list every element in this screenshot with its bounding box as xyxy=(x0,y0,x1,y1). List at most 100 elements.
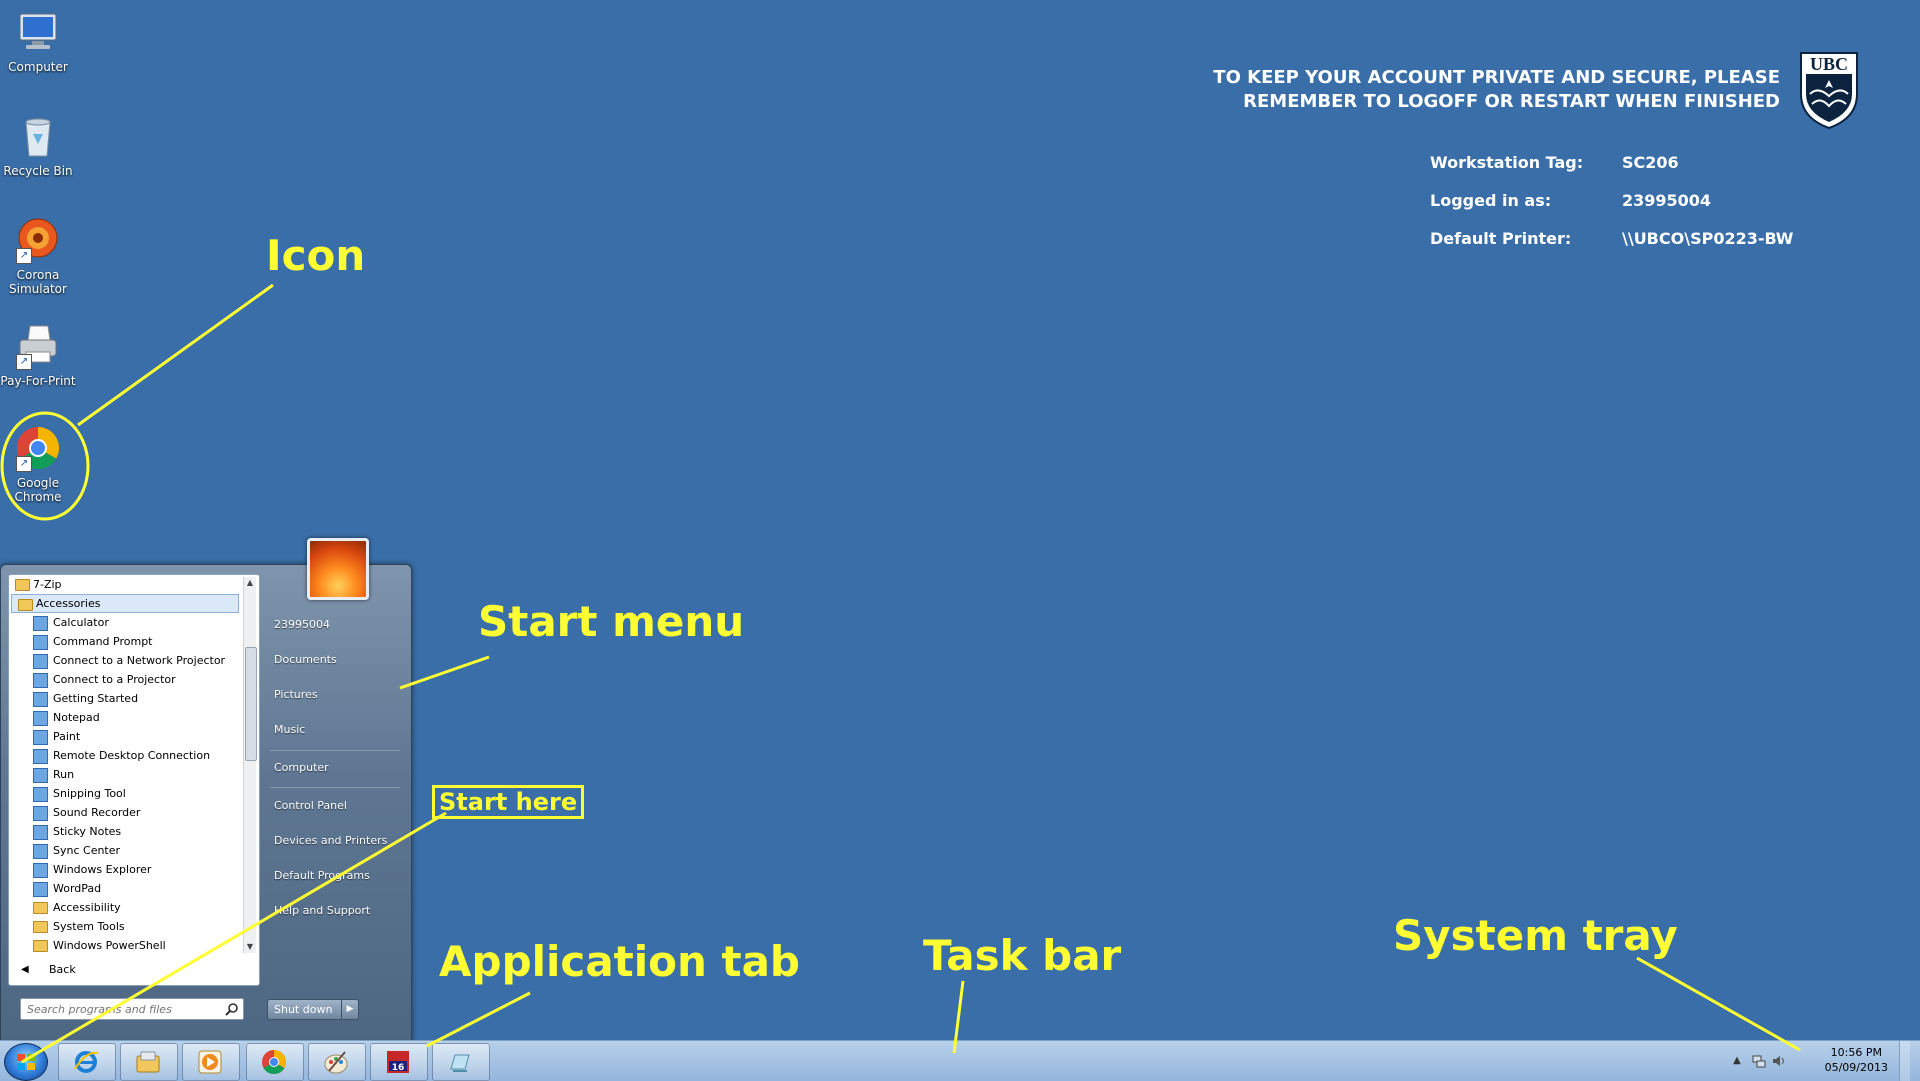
menu-separator xyxy=(270,787,400,788)
program-item[interactable]: Accessibility xyxy=(9,898,241,917)
desktop-icon-google-chrome[interactable]: ↗ Google Chrome xyxy=(0,424,76,504)
desktop-icon-label: Simulator xyxy=(9,282,67,296)
info-row-logged-in: Logged in as: 23995004 xyxy=(1430,191,1793,229)
system-clock[interactable]: 10:56 PM 05/09/2013 xyxy=(1825,1045,1888,1075)
program-label: Accessories xyxy=(36,597,101,610)
chrome-icon xyxy=(262,1050,287,1075)
user-folder-link[interactable]: 23995004 xyxy=(274,618,330,631)
desktop-icon-label: Pay-For-Print xyxy=(0,374,76,388)
taskbar-paint[interactable] xyxy=(308,1043,366,1081)
devices-printers-link[interactable]: Devices and Printers xyxy=(274,834,388,847)
show-hidden-icons-icon[interactable]: ▲ xyxy=(1733,1055,1741,1066)
taskbar-chrome[interactable] xyxy=(246,1043,304,1081)
program-label: WordPad xyxy=(53,882,102,895)
program-item[interactable]: Connect to a Network Projector xyxy=(9,651,241,670)
app-icon xyxy=(33,806,48,821)
scroll-thumb[interactable] xyxy=(245,647,257,761)
app-icon xyxy=(33,673,48,688)
taskbar-internet-explorer[interactable] xyxy=(58,1043,116,1081)
program-item[interactable]: System Tools xyxy=(9,917,241,936)
app-icon xyxy=(33,730,48,745)
default-programs-link[interactable]: Default Programs xyxy=(274,869,370,882)
chrome-icon: ↗ xyxy=(14,424,62,472)
help-support-link[interactable]: Help and Support xyxy=(274,904,371,917)
corona-16-icon: 16 xyxy=(387,1051,409,1073)
program-label: Windows Explorer xyxy=(53,863,152,876)
user-picture[interactable] xyxy=(307,538,369,600)
program-item[interactable]: Sticky Notes xyxy=(9,822,241,841)
info-row-workstation: Workstation Tag: SC206 xyxy=(1430,153,1793,191)
program-item[interactable]: Snipping Tool xyxy=(9,784,241,803)
start-search[interactable] xyxy=(20,998,244,1020)
program-item[interactable]: Sync Center xyxy=(9,841,241,860)
show-desktop-button[interactable] xyxy=(1899,1041,1910,1081)
program-label: Sticky Notes xyxy=(53,825,122,838)
desktop-icon-label: Google xyxy=(16,476,60,490)
program-item[interactable]: Connect to a Projector xyxy=(9,670,241,689)
control-panel-link[interactable]: Control Panel xyxy=(274,799,347,812)
program-label: Command Prompt xyxy=(53,635,153,648)
program-label: System Tools xyxy=(53,920,125,933)
search-icon[interactable] xyxy=(225,1002,239,1016)
program-item[interactable]: Remote Desktop Connection xyxy=(9,746,241,765)
shutdown-button[interactable]: Shut down ▶ xyxy=(267,999,359,1020)
workstation-info: Workstation Tag: SC206 Logged in as: 239… xyxy=(1430,153,1793,267)
shutdown-options-icon[interactable]: ▶ xyxy=(341,1000,358,1019)
program-item[interactable]: Paint xyxy=(9,727,241,746)
computer-link[interactable]: Computer xyxy=(274,761,329,774)
app-icon xyxy=(33,787,48,802)
program-item[interactable]: Command Prompt xyxy=(9,632,241,651)
desktop-icon-pay-for-print[interactable]: ↗ Pay-For-Print xyxy=(0,322,76,388)
taskbar-media-player[interactable] xyxy=(182,1043,240,1081)
search-input[interactable] xyxy=(25,1000,219,1018)
scroll-down-icon[interactable]: ▼ xyxy=(246,942,254,951)
desktop-icon-computer[interactable]: Computer xyxy=(0,8,76,74)
program-item[interactable]: Getting Started xyxy=(9,689,241,708)
network-icon[interactable] xyxy=(1752,1054,1766,1068)
scroll-up-icon[interactable]: ▲ xyxy=(246,578,254,587)
annotation-line-icon xyxy=(77,283,274,427)
printer-icon: ↗ xyxy=(14,322,62,370)
documents-link[interactable]: Documents xyxy=(274,653,337,666)
back-button[interactable]: ◀ Back xyxy=(9,959,249,981)
volume-icon[interactable] xyxy=(1772,1054,1786,1068)
internet-explorer-icon xyxy=(74,1051,99,1073)
media-player-icon xyxy=(198,1050,222,1074)
taskbar-windows-explorer[interactable] xyxy=(120,1043,178,1081)
program-label: Getting Started xyxy=(53,692,139,705)
recycle-bin-icon xyxy=(14,112,62,160)
shortcut-arrow-icon: ↗ xyxy=(16,456,32,472)
taskbar-corona-16[interactable]: 16 xyxy=(370,1043,428,1081)
program-label: Sound Recorder xyxy=(53,806,141,819)
program-item[interactable]: 7-Zip xyxy=(9,575,241,594)
snipping-icon xyxy=(450,1054,470,1072)
programs-scrollbar[interactable]: ▲ ▼ xyxy=(243,577,257,953)
taskbar-snipping-tool[interactable] xyxy=(432,1043,490,1081)
program-label: Notepad xyxy=(53,711,100,724)
program-item[interactable]: Windows PowerShell xyxy=(9,936,241,955)
annotation-start-menu-label: Start menu xyxy=(478,597,745,646)
annotation-application-tab-label: Application tab xyxy=(439,937,800,986)
program-label: Calculator xyxy=(53,616,109,629)
program-item[interactable]: WordPad xyxy=(9,879,241,898)
program-item[interactable]: Run xyxy=(9,765,241,784)
desktop-icon-corona-simulator[interactable]: ↗ Corona Simulator xyxy=(0,216,76,296)
program-item[interactable]: Sound Recorder xyxy=(9,803,241,822)
info-label: Logged in as: xyxy=(1430,191,1552,210)
app-icon xyxy=(33,844,48,859)
program-item[interactable]: Windows Explorer xyxy=(9,860,241,879)
app-icon xyxy=(33,692,48,707)
notice-line: REMEMBER TO LOGOFF OR RESTART WHEN FINIS… xyxy=(1243,91,1780,112)
program-item[interactable]: Notepad xyxy=(9,708,241,727)
annotation-line-application-tab xyxy=(426,991,531,1048)
program-item[interactable]: Accessories xyxy=(11,594,239,613)
pictures-link[interactable]: Pictures xyxy=(274,688,318,701)
menu-separator xyxy=(270,750,400,751)
program-item[interactable]: Calculator xyxy=(9,613,241,632)
desktop-icon-label: Chrome xyxy=(14,490,62,504)
start-button[interactable] xyxy=(4,1043,48,1081)
desktop-icon-recycle-bin[interactable]: Recycle Bin xyxy=(0,112,76,178)
music-link[interactable]: Music xyxy=(274,723,306,736)
